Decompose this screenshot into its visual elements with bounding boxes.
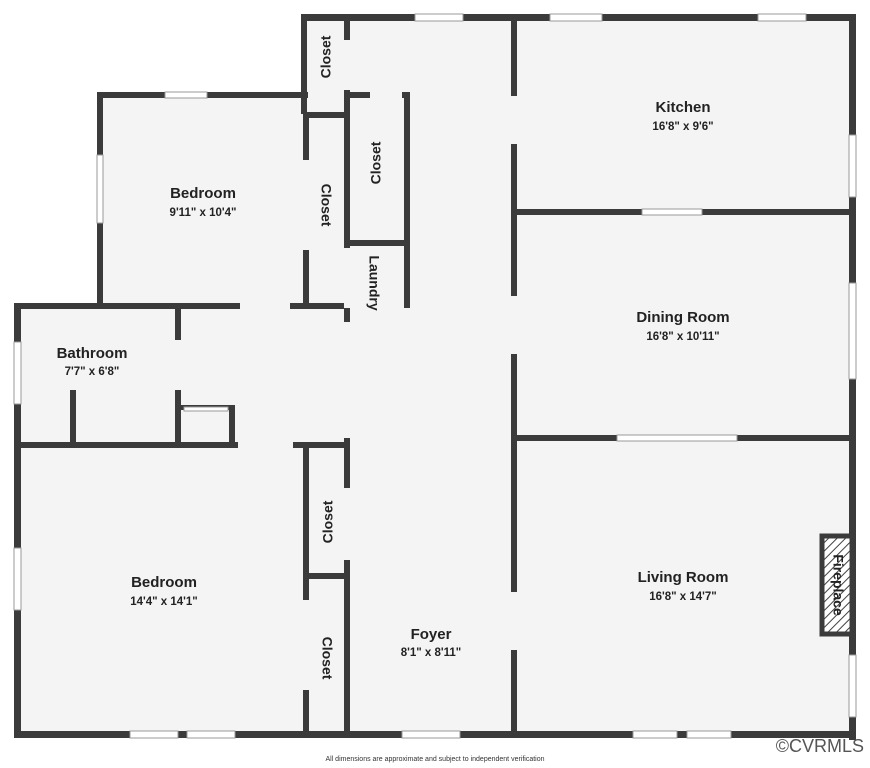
- door-openings: [175, 40, 517, 690]
- room-name: Kitchen: [655, 99, 710, 116]
- closet-label: Closet: [318, 184, 334, 227]
- room-dimensions: 16'8" x 9'6": [652, 121, 713, 133]
- room-name: Foyer: [411, 626, 452, 643]
- room-name: Living Room: [638, 569, 729, 586]
- room-name: Dining Room: [636, 309, 729, 326]
- closet-label: Closet: [319, 637, 335, 680]
- room-dimensions: 9'11" x 10'4": [170, 207, 237, 219]
- disclaimer-text: All dimensions are approximate and subje…: [325, 756, 545, 763]
- fireplace-label: Fireplace: [830, 554, 846, 616]
- floor-area: [17, 18, 852, 736]
- room-living-room: Living Room 16'8" x 14'7": [638, 569, 729, 603]
- closet-label: Closet: [320, 500, 336, 543]
- room-bedroom-lower: Bedroom 14'4" x 14'1": [130, 574, 198, 608]
- windows: [13, 13, 857, 739]
- laundry-label: Laundry: [366, 255, 382, 310]
- room-name: Bedroom: [131, 574, 197, 591]
- room-dimensions: 7'7" x 6'8": [65, 366, 120, 378]
- room-name: Bedroom: [170, 185, 236, 202]
- room-bedroom-upper: Bedroom 9'11" x 10'4": [170, 185, 237, 219]
- room-dimensions: 16'8" x 10'11": [646, 331, 719, 343]
- room-foyer: Foyer 8'1" x 8'11": [401, 626, 462, 659]
- room-dining-room: Dining Room 16'8" x 10'11": [636, 309, 729, 343]
- room-kitchen: Kitchen 16'8" x 9'6": [652, 99, 713, 133]
- room-bathroom: Bathroom 7'7" x 6'8": [57, 345, 128, 378]
- closet-label: Closet: [368, 141, 384, 184]
- closet-label: Closet: [318, 35, 334, 78]
- room-name: Bathroom: [57, 345, 128, 362]
- room-dimensions: 16'8" x 14'7": [649, 591, 717, 603]
- room-dimensions: 14'4" x 14'1": [130, 596, 198, 608]
- room-dimensions: 8'1" x 8'11": [401, 647, 462, 659]
- watermark: ©CVRMLS: [775, 736, 864, 756]
